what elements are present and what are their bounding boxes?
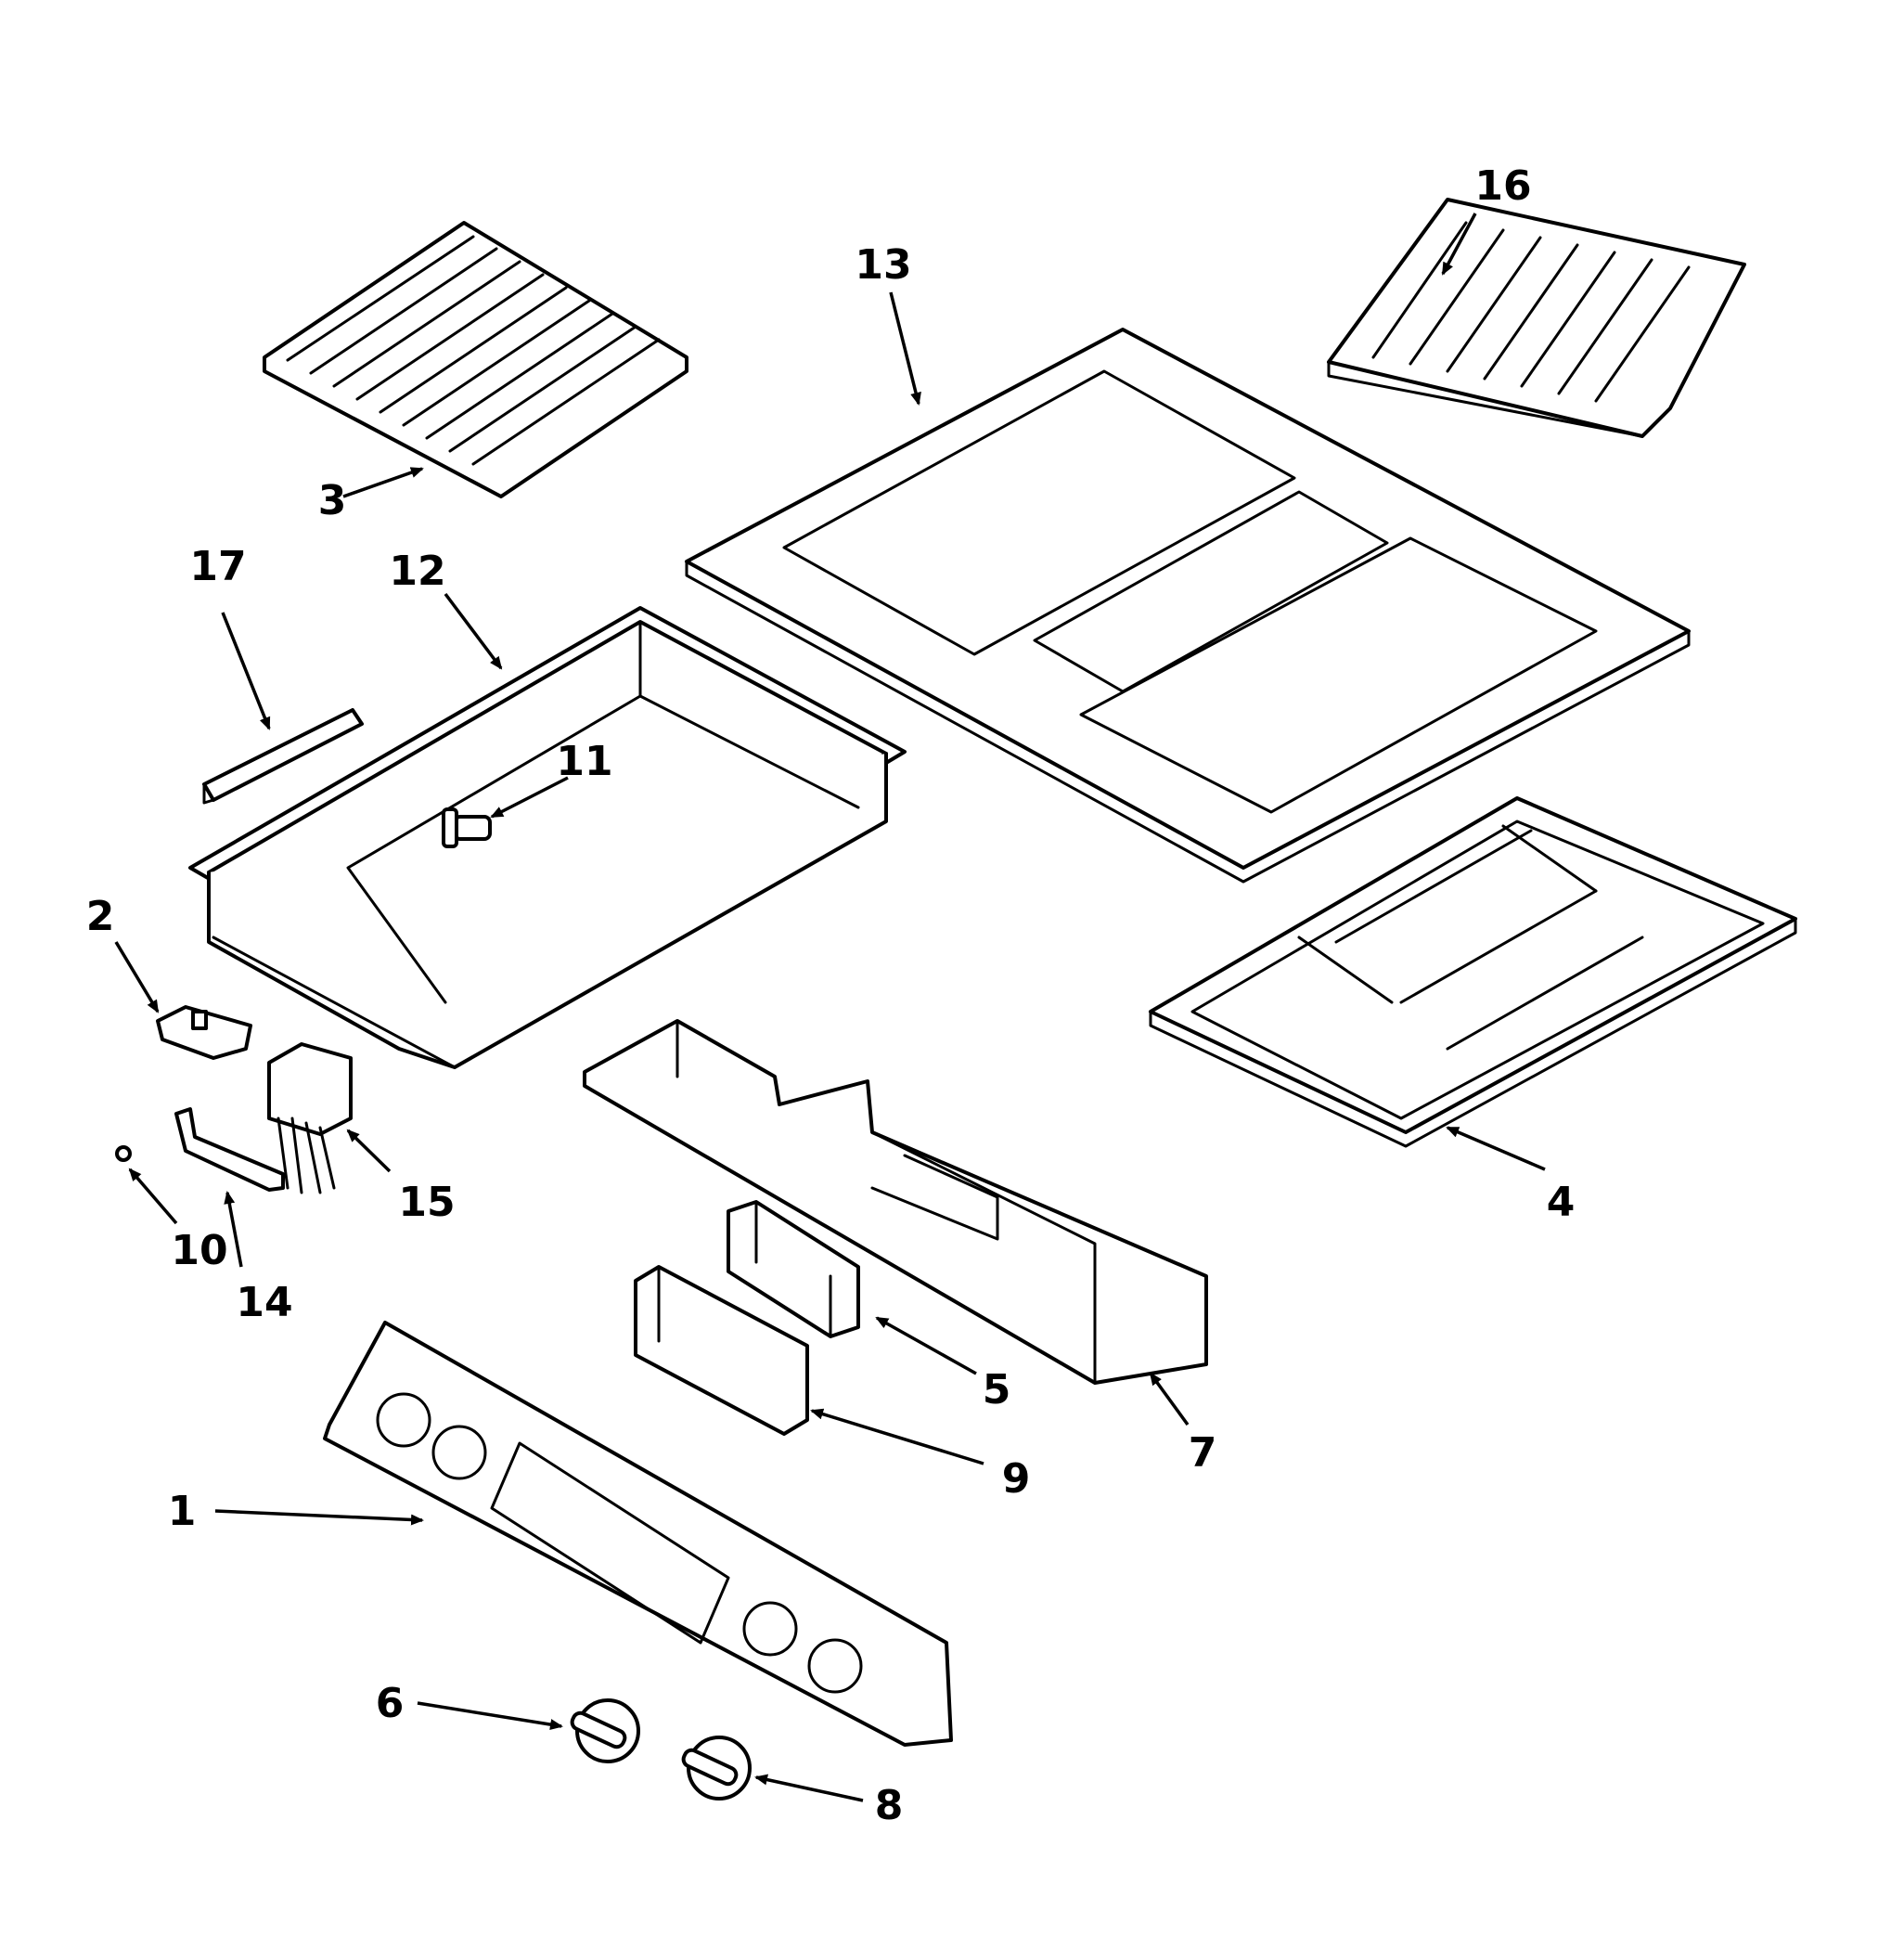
callout-10: 10: [171, 1227, 227, 1274]
leader-lines: [114, 213, 1546, 1802]
part-3-grill-grate: [263, 221, 688, 498]
callout-4: 4: [1547, 1179, 1576, 1226]
part-8-knob: [681, 1736, 752, 1801]
part-15-transformer: [267, 1042, 353, 1194]
callout-6: 6: [376, 1680, 405, 1727]
callout-12: 12: [389, 548, 445, 595]
callout-8: 8: [875, 1782, 904, 1829]
part-16-grill-cover: [1327, 198, 1746, 438]
part-5-module: [727, 1200, 860, 1338]
part-9-bracket: [634, 1265, 809, 1436]
callout-7: 7: [1189, 1429, 1217, 1477]
callout-15: 15: [398, 1179, 455, 1226]
part-6-knob: [570, 1698, 640, 1763]
callout-17: 17: [189, 543, 246, 590]
callout-1: 1: [168, 1488, 197, 1535]
callout-11: 11: [556, 738, 612, 785]
part-4-burner-grate: [1149, 796, 1797, 1148]
part-10-screw: [115, 1145, 132, 1162]
part-17-bracket: [202, 708, 364, 805]
part-2-switch: [156, 1005, 252, 1060]
part-11-plug: [442, 807, 492, 848]
callouts: 1 2 3 4 5 6 7 8 9 10 11 12 13 14 15 16 1…: [86, 162, 1576, 1829]
callout-9: 9: [1002, 1455, 1031, 1503]
callout-5: 5: [983, 1366, 1011, 1413]
part-7-chassis: [583, 1019, 1208, 1385]
part-1-control-panel: [323, 1321, 953, 1747]
callout-2: 2: [86, 893, 115, 940]
part-14-bracket: [174, 1107, 285, 1192]
part-13-cooktop: [685, 328, 1691, 884]
callout-13: 13: [855, 241, 911, 289]
callout-16: 16: [1474, 162, 1531, 210]
callout-3: 3: [318, 477, 347, 524]
part-12-drip-pan: [188, 606, 907, 1069]
callout-14: 14: [236, 1279, 292, 1326]
